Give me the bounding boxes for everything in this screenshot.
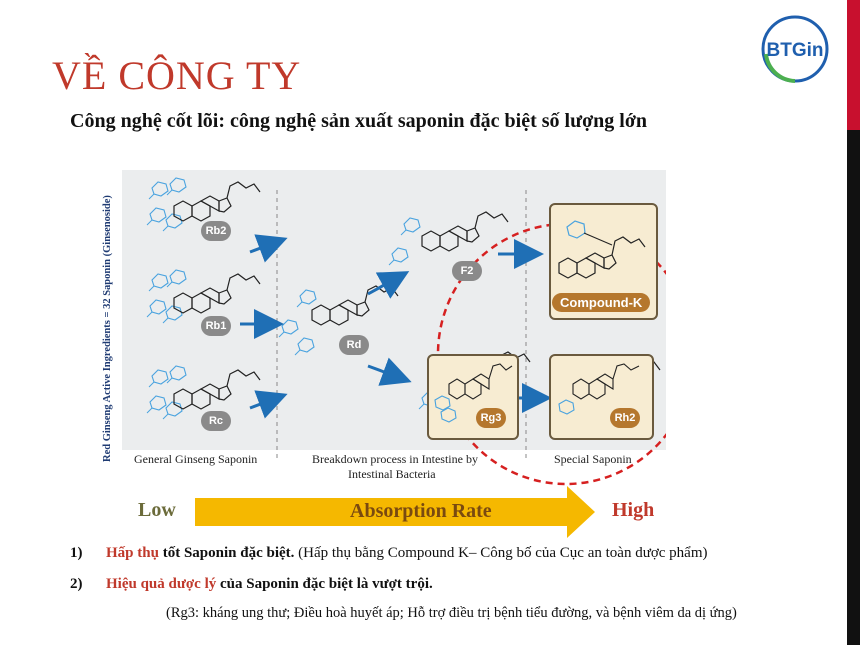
rc-structure — [146, 365, 261, 420]
point-1: 1) Hấp thụ tốt Saponin đặc biệt. (Hấp thụ… — [70, 545, 707, 562]
absorption-high-label: High — [612, 499, 655, 521]
logo-text: BTGin — [767, 40, 824, 61]
absorption-low-label: Low — [138, 499, 176, 521]
absorption-arrow — [195, 486, 595, 538]
point-bold-text: của Saponin đặc biệt là vượt trội. — [216, 576, 433, 592]
page-subtitle: Công nghệ cốt lõi: công nghệ sản xuất sa… — [70, 110, 648, 132]
f2-label: F2 — [452, 261, 482, 281]
compound-k-drawing — [558, 220, 646, 279]
point-highlight: Hiệu quả dược lý — [106, 576, 217, 592]
rg3-note: (Rg3: kháng ung thư; Điều hoà huyết áp; … — [166, 605, 737, 621]
caption-breakdown-line2: Intestinal Bacteria — [348, 467, 436, 481]
point-detail: (Hấp thụ bằng Compound K– Công bố của Cụ… — [294, 545, 708, 561]
caption-general-saponin: General Ginseng Saponin — [134, 452, 258, 466]
rg3-label: Rg3 — [476, 408, 506, 428]
flow-arrow — [367, 357, 412, 386]
point-bold-text: tốt Saponin đặc biệt. — [158, 545, 295, 561]
rb1-structure — [146, 269, 261, 324]
caption-special-saponin: Special Saponin — [554, 452, 632, 466]
rb2-label: Rb2 — [201, 221, 231, 241]
absorption-rate-label: Absorption Rate — [350, 500, 492, 522]
rd-label: Rd — [339, 335, 369, 355]
rh2-drawing — [558, 363, 640, 415]
rh2-box — [549, 354, 654, 440]
btgin-logo: BTGin — [760, 14, 830, 84]
point-2: 2) Hiệu quả dược lý của Saponin đặc biệt … — [70, 576, 433, 593]
rg3-drawing — [434, 363, 513, 423]
rh2-label: Rh2 — [610, 408, 640, 428]
caption-breakdown-line1: Breakdown process in Intestine by — [312, 452, 478, 466]
flow-arrow — [249, 390, 288, 419]
point-highlight: Hấp thụ — [106, 545, 159, 561]
point-number: 2) — [70, 576, 83, 592]
rb1-label: Rb1 — [201, 316, 231, 336]
diagram-vertical-label: Red Ginseng Active Ingredients = 32 Sapo… — [102, 195, 113, 462]
side-accent-bar — [847, 0, 860, 645]
point-number: 1) — [70, 545, 83, 561]
flow-arrow — [367, 271, 410, 299]
rc-label: Rc — [201, 411, 231, 431]
compound-k-label: Compound-K — [552, 293, 651, 312]
side-accent-bar-red — [847, 0, 860, 130]
saponin-flow-diagram — [146, 177, 666, 486]
flow-arrow — [249, 234, 288, 263]
f2-structure — [388, 211, 509, 266]
page-title: VỀ CÔNG TY — [52, 53, 302, 98]
